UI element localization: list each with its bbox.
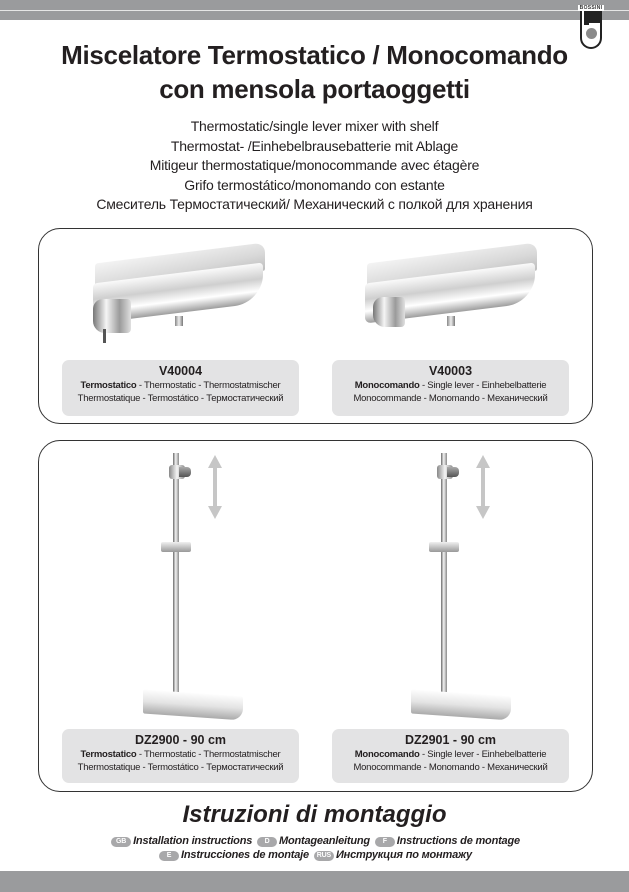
- flag-rus-icon: RUS: [313, 851, 334, 861]
- product-type-rest: - Single lever - Einhebelbatterie: [419, 380, 547, 391]
- lang-label-rus: Инструкция по монтажу: [335, 849, 472, 861]
- up-down-arrow-icon: [208, 455, 222, 519]
- product-type-line-1: Termostatico - Thermostatic - Thermostat…: [62, 748, 299, 761]
- subtitle-en: Thermostatic/single lever mixer with she…: [190, 118, 439, 134]
- product-type-line-2: Thermostatique - Termostático - Термоста…: [77, 393, 284, 404]
- product-type-line-2: Thermostatique - Termostático - Термоста…: [77, 762, 284, 773]
- top-band-line: [0, 10, 629, 11]
- brand-name: BOSSINI: [578, 5, 604, 11]
- flag-f-icon: F: [374, 837, 395, 847]
- shower-rails-panel: DZ2900 - 90 cm Termostatico - Thermostat…: [38, 440, 593, 792]
- product-label-v40004: V40004 Termostatico - Thermostatic - The…: [62, 360, 299, 416]
- flag-e-icon: E: [159, 851, 180, 861]
- product-code: DZ2901 - 90 cm: [404, 733, 497, 747]
- top-band: [0, 0, 629, 20]
- product-type-bold: Monocomando: [354, 749, 420, 760]
- product-type-line-1: Monocomando - Single lever - Einhebelbat…: [332, 379, 569, 392]
- subtitle-fr: Mitigeur thermostatique/monocommande ave…: [149, 157, 480, 173]
- product-type-rest: - Thermostatic - Thermostatmischer: [136, 380, 281, 391]
- bottom-band: [0, 871, 629, 892]
- lang-label-f: Instructions de montage: [396, 835, 520, 847]
- subtitle-translations: Thermostatic/single lever mixer with she…: [0, 117, 629, 215]
- product-type-line-1: Monocomando - Single lever - Einhebelbat…: [332, 748, 569, 761]
- logo-shield-icon: [580, 11, 602, 49]
- product-code: V40004: [158, 364, 203, 378]
- product-type-bold: Termostatico: [80, 749, 137, 760]
- shower-rail-dz2901-image: [411, 445, 531, 725]
- up-down-arrow-icon: [476, 455, 490, 519]
- shower-rail-dz2900-image: [143, 445, 263, 725]
- product-label-v40003: V40003 Monocomando - Single lever - Einh…: [332, 360, 569, 416]
- lang-label-e: Instrucciones de montaje: [181, 849, 309, 861]
- page-title: Miscelatore Termostatico / Monocomando c…: [0, 38, 629, 106]
- subtitle-de: Thermostat- /Einhebelbrausebatterie mit …: [170, 137, 459, 154]
- flag-gb-icon: GB: [111, 837, 132, 847]
- product-label-dz2901: DZ2901 - 90 cm Monocomando - Single leve…: [332, 729, 569, 783]
- product-type-rest: - Single lever - Einhebelbatterie: [419, 749, 547, 760]
- mixers-panel: V40004 Termostatico - Thermostatic - The…: [38, 228, 593, 424]
- single-lever-mixer-image: [351, 241, 541, 341]
- thermostatic-mixer-image: [79, 241, 269, 343]
- product-type-bold: Termostatico: [80, 380, 137, 391]
- subtitle-ru: Смеситель Термостатический/ Механический…: [96, 196, 533, 212]
- lang-label-gb: Installation instructions: [133, 835, 253, 847]
- title-line-2: con mensola portaoggetti: [159, 74, 470, 104]
- product-type-line-1: Termostatico - Thermostatic - Thermostat…: [62, 379, 299, 392]
- product-type-rest: - Thermostatic - Thermostatmischer: [136, 749, 281, 760]
- lang-label-d: Montageanleitung: [279, 835, 370, 847]
- product-code: DZ2900 - 90 cm: [134, 733, 227, 747]
- product-code: V40003: [428, 364, 473, 378]
- product-type-bold: Monocomando: [354, 380, 420, 391]
- product-type-line-2: Monocommande - Monomando - Механический: [353, 762, 548, 773]
- subtitle-es: Grifo termostático/monomando con estante: [184, 176, 445, 193]
- bossini-logo: BOSSINI: [578, 5, 604, 49]
- product-label-dz2900: DZ2900 - 90 cm Termostatico - Thermostat…: [62, 729, 299, 783]
- title-line-1: Miscelatore Termostatico / Monocomando: [61, 40, 568, 70]
- product-type-line-2: Monocommande - Monomando - Механический: [353, 393, 548, 404]
- installation-title: Istruzioni di montaggio: [182, 801, 447, 828]
- flag-d-icon: D: [257, 837, 277, 847]
